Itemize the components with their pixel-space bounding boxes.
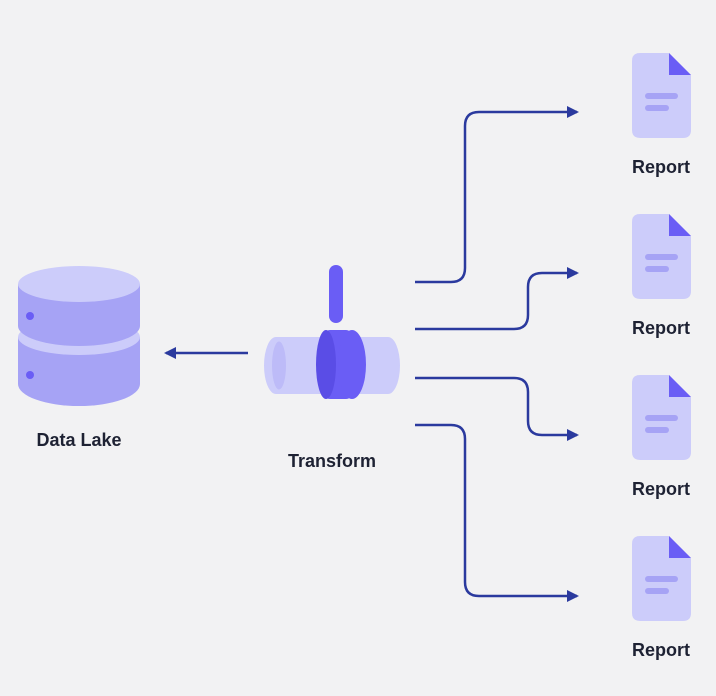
data-lake-label: Data Lake <box>36 430 121 450</box>
document-icon <box>632 53 691 138</box>
report-node-3[interactable]: Report <box>632 375 691 499</box>
report-node-1[interactable]: Report <box>632 53 691 177</box>
report-label: Report <box>632 318 690 338</box>
report-label: Report <box>632 157 690 177</box>
report-label: Report <box>632 640 690 660</box>
data-lake-node[interactable]: Data Lake <box>18 266 140 450</box>
pipe-valve-icon <box>264 265 400 399</box>
document-icon <box>632 214 691 299</box>
arrow-to-report-1 <box>415 106 579 284</box>
document-icon <box>632 375 691 460</box>
report-node-4[interactable]: Report <box>632 536 691 660</box>
arrow-to-report-2 <box>415 267 579 331</box>
transform-label: Transform <box>288 451 376 471</box>
report-node-2[interactable]: Report <box>632 214 691 338</box>
transform-node[interactable]: Transform <box>264 265 400 471</box>
arrow-to-report-3 <box>415 376 579 441</box>
document-icon <box>632 536 691 621</box>
arrow-to-report-4 <box>415 423 579 602</box>
database-icon <box>18 266 140 406</box>
report-label: Report <box>632 479 690 499</box>
